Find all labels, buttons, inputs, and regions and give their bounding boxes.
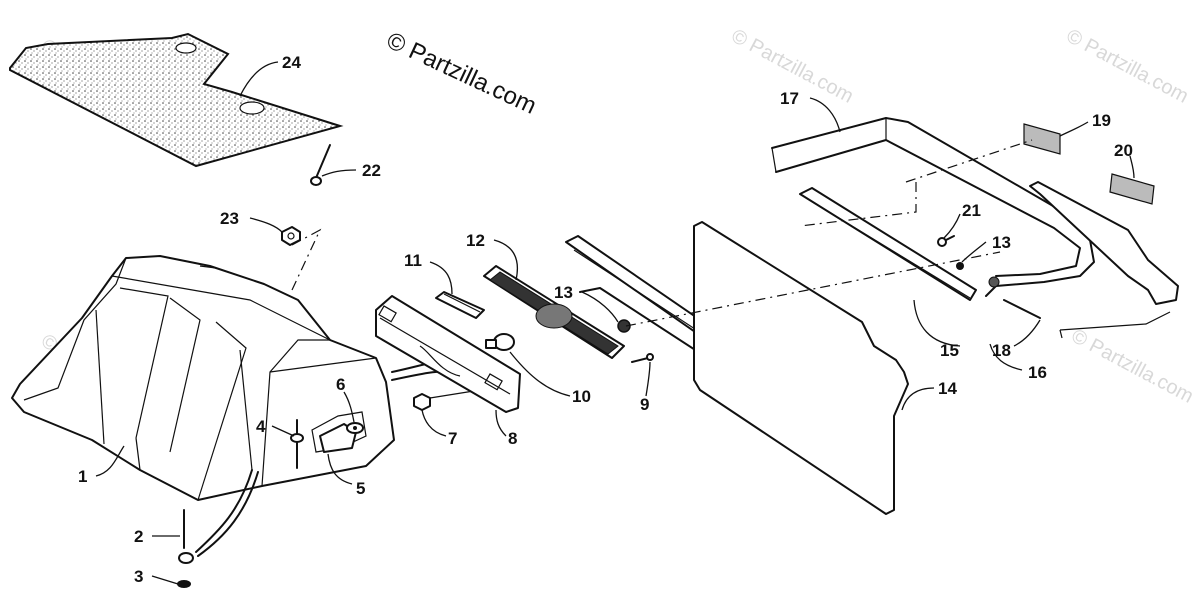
part-17-frame [771,117,1095,297]
watermark-faint-3: © Partzilla.com [1063,25,1192,108]
leader-17 [809,97,841,133]
leader-7 [421,409,447,437]
leader-5 [327,453,353,485]
callout-4: 4 [256,417,266,436]
leader-lines [95,61,1135,585]
leader-18 [1013,319,1041,347]
leader-15 [913,299,961,347]
part-16-strap [1029,181,1179,339]
part-13-grommet-left [617,319,631,333]
callout-1: 1 [78,467,87,486]
part-12-lens [483,265,625,359]
callout-22: 22 [362,161,381,180]
callout-11: 11 [404,251,422,270]
callout-21: 21 [962,201,981,220]
callout-12: 12 [466,231,485,250]
part-2-bolt [178,509,194,564]
leader-20 [1129,155,1135,179]
leader-1 [95,445,125,477]
leader-3 [151,575,179,585]
part-23-nut [281,226,301,246]
part-13-grommet-right [956,262,964,270]
leader-12 [493,239,518,281]
leader-13a [581,291,619,323]
part-5-socket [319,423,357,453]
watermark-main: © Partzilla.com [382,27,540,120]
part-10-bulb [485,333,515,351]
leader-10 [509,351,571,397]
leader-16 [989,343,1023,371]
part-3-nut [177,580,191,588]
callout-17: 17 [780,89,799,108]
part-22-screw [310,144,331,186]
leader-23 [249,217,283,233]
part-19-reflector [1023,123,1061,155]
callout-13-right: 13 [992,233,1011,252]
part-20-reflector [1109,173,1155,205]
part-15-bar [799,187,977,301]
part-9-screw [631,353,654,363]
callout-20: 20 [1114,141,1133,160]
callout-14: 14 [938,379,957,398]
part-8-bracket [375,295,521,413]
leader-24 [239,61,279,97]
part-21-screw [937,235,955,247]
leader-4 [271,425,295,437]
callout-3: 3 [134,567,143,586]
callout-labels: 1 2 3 4 5 6 7 8 9 10 11 12 13 13 14 15 1… [78,53,1133,586]
leader-19 [1059,121,1089,137]
leader-21 [943,213,961,239]
leader-14 [901,387,935,411]
callout-6: 6 [336,375,345,394]
assembly-line-frame [799,182,917,227]
callout-24: 24 [282,53,301,72]
callout-18: 18 [992,341,1011,360]
callout-13-left: 13 [554,283,573,302]
callout-8: 8 [508,429,517,448]
callout-10: 10 [572,387,591,406]
part-24-pad [9,32,344,168]
callout-15: 15 [940,341,959,360]
callout-19: 19 [1092,111,1111,130]
leader-13b [961,241,987,263]
leader-6 [343,391,355,423]
callout-23: 23 [220,209,239,228]
callout-7: 7 [448,429,457,448]
part-14-flap [693,221,909,515]
part-6-grommet [346,422,364,434]
watermark-faint-6: © Partzilla.com [1068,325,1197,408]
callout-5: 5 [356,479,365,498]
assembly-line-main [625,251,1001,327]
leader-8 [495,409,507,437]
part-11-strip [435,291,485,319]
callout-2: 2 [134,527,143,546]
callout-16: 16 [1028,363,1047,382]
leader-9 [645,361,651,397]
assembly-line-23 [291,228,322,291]
part-18-bolt [1003,299,1041,319]
leader-11 [429,261,453,295]
assembly-line-19 [905,139,1033,183]
callout-9: 9 [640,395,649,414]
part-7-nut [413,393,431,411]
leader-22 [321,169,357,177]
